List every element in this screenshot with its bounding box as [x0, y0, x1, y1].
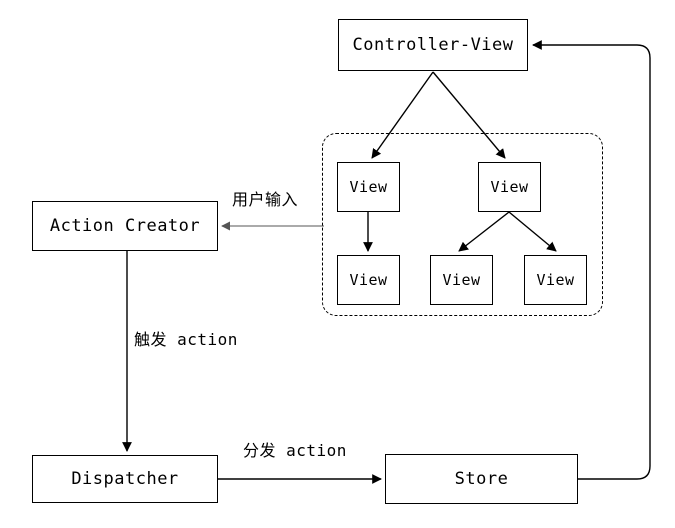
node-view-left-child[interactable]: View [337, 255, 400, 305]
node-view-left-parent-label: View [349, 178, 388, 196]
view-tree-group [322, 133, 603, 316]
node-view-right-child-2[interactable]: View [524, 255, 587, 305]
node-view-right-parent-label: View [490, 178, 529, 196]
node-view-right-child-1-label: View [442, 271, 481, 289]
edge-label-trigger-action: 触发 action [134, 330, 238, 349]
node-action-creator-label: Action Creator [49, 216, 201, 236]
node-controller-view-label: Controller-View [352, 35, 514, 55]
node-view-right-child-2-label: View [536, 271, 575, 289]
node-view-left-parent[interactable]: View [337, 162, 400, 212]
node-controller-view[interactable]: Controller-View [338, 19, 528, 71]
node-dispatcher-label: Dispatcher [71, 469, 179, 489]
node-view-left-child-label: View [349, 271, 388, 289]
node-view-right-child-1[interactable]: View [430, 255, 493, 305]
edge-label-dispatch-action: 分发 action [243, 441, 347, 460]
node-action-creator[interactable]: Action Creator [32, 201, 218, 251]
node-store-label: Store [454, 469, 509, 489]
edge-label-user-input: 用户输入 [232, 190, 299, 209]
node-view-right-parent[interactable]: View [478, 162, 541, 212]
node-dispatcher[interactable]: Dispatcher [32, 455, 218, 503]
node-store[interactable]: Store [385, 454, 578, 504]
